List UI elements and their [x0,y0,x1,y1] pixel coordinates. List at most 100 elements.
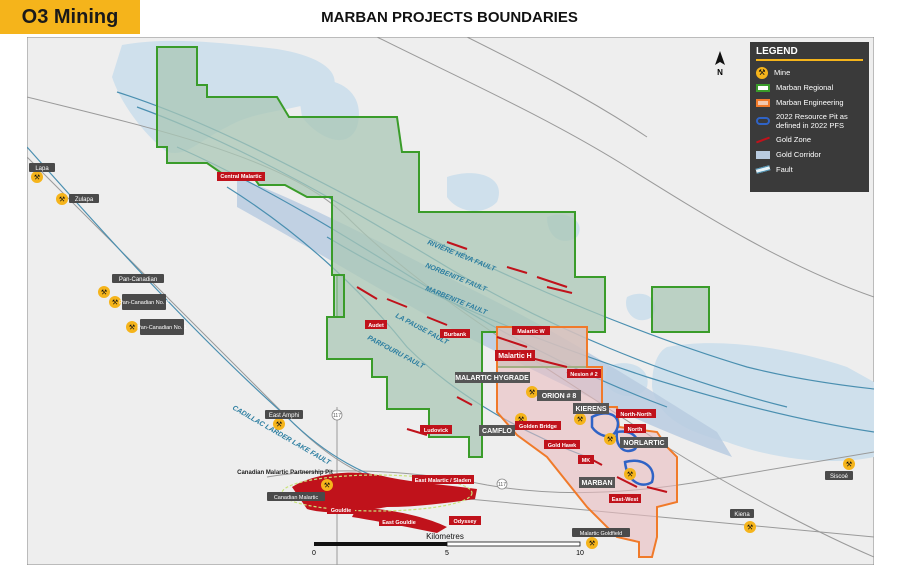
road-shield: 117 [333,413,341,419]
mine-label: Kiena [734,512,750,518]
mine-norlartic: ⚒ [604,433,616,445]
legend-label: Gold Zone [776,135,812,144]
legend-item-corridor: Gold Corridor [756,147,863,162]
mine-zulapa: ⚒ [56,193,68,205]
project-label: MARBAN [581,480,612,487]
mine-orion: ⚒ [526,386,538,398]
zone-label: Gouldie [331,508,351,514]
svg-text:⚒: ⚒ [518,416,524,424]
project-label: CAMFLO [482,428,512,435]
north-arrow: N [715,51,725,77]
svg-text:⚒: ⚒ [846,461,852,469]
zone-label: Malartic H [498,353,531,360]
mine-label: Siscoé [830,474,849,480]
zone-label: North [628,427,643,433]
zone-label: Central Malartic [220,174,261,180]
project-label: MALARTIC HYGRADE [455,375,529,382]
mine-malartic-goldfield: ⚒ [586,537,598,549]
zone-label: Nesion # 2 [570,372,598,378]
gold-zone-labels[interactable]: Central Malartic Audet Burbank Malartic … [217,172,656,526]
mine-label: Zulapa [75,197,94,203]
svg-text:⚒: ⚒ [34,174,40,182]
scale-tick: 10 [576,550,584,557]
north-label: N [717,68,723,77]
mines[interactable]: ⚒ Lapa ⚒ Zulapa ⚒ Pan-Canadian ⚒ Pan-Can… [29,163,855,549]
svg-text:⚒: ⚒ [324,482,330,490]
legend-item-gold-zone: Gold Zone [756,132,863,147]
legend-label: 2022 Resource Pit as defined in 2022 PFS [776,112,848,130]
zone-label: Burbank [444,332,467,338]
zone-label: Golden Bridge [519,424,557,430]
legend-item-fault: Fault [755,162,863,177]
legend-label: Marban Regional [776,83,834,92]
svg-text:⚒: ⚒ [59,196,65,204]
regional-swatch [756,83,770,92]
legend-item-pit: 2022 Resource Pit as defined in 2022 PFS [756,110,863,132]
zone-label: North-North [620,412,652,418]
legend-label: Mine [774,68,791,77]
mine-label: Canadian Malartic [274,495,319,501]
svg-text:⚒: ⚒ [627,471,633,479]
legend-divider [756,59,863,61]
mine-label: Pan-Canadian No. 2 [119,300,169,306]
zone-label: Ludovick [424,428,449,434]
zone-label: Malartic W [517,329,545,335]
mine-kiena: ⚒ [744,521,756,533]
project-labels[interactable]: MALARTIC HYGRADE ORION # 8 KIERENS CAMFL… [455,372,668,488]
legend-item-mine: ⚒ Mine [756,65,863,80]
scale-tick: 0 [312,550,316,557]
page-title: MARBAN PROJECTS BOUNDARIES [321,9,578,26]
company-logo: O3 Mining [0,0,140,34]
mine-label: Pan-Canadian [119,277,157,283]
mine-pan-canadian-1: ⚒ [126,321,138,333]
svg-text:⚒: ⚒ [589,540,595,548]
mine-label: Malartic Goldfield [580,531,623,537]
svg-text:⚒: ⚒ [129,324,135,332]
partnership-pit-outline [281,474,473,512]
zone-label: MK [582,458,591,464]
mine-icon: ⚒ [756,66,768,79]
project-label: NORLARTIC [623,440,664,447]
engineering-swatch [756,98,770,107]
scale-bar: Kilometres 0 5 10 [312,532,584,557]
mine-kierens: ⚒ [574,413,586,425]
mine-pan-canadian-2: ⚒ [109,296,121,308]
legend: LEGEND ⚒ Mine Marban Regional Marban Eng… [750,42,869,192]
road-shield: 117 [498,482,506,488]
scale-title: Kilometres [426,532,464,541]
gold-zone-swatch [756,136,770,143]
scale-tick: 5 [445,550,449,557]
pit-label: Canadian Malartic Partnership Pit [237,470,333,476]
mine-label: Lapa [35,166,49,172]
mine-lapa: ⚒ [31,171,43,183]
legend-item-regional: Marban Regional [756,80,863,95]
legend-title: LEGEND [756,46,798,57]
mine-label: East Amphi [269,413,299,419]
mine-label: Pan-Canadian No. 1 [137,325,187,331]
zone-label: Gold Hawk [548,443,577,449]
svg-text:⚒: ⚒ [529,389,535,397]
project-label: ORION # 8 [542,393,577,400]
fault-swatch [755,165,771,174]
zone-label: Odyssey [454,519,478,525]
svg-text:⚒: ⚒ [607,436,613,444]
zone-label: Audet [368,323,384,329]
legend-label: Fault [776,165,793,174]
svg-text:⚒: ⚒ [101,289,107,297]
marban-regional-boundary [156,46,606,458]
mine-siscoe: ⚒ [843,458,855,470]
legend-item-engineering: Marban Engineering [756,95,863,110]
road-labels: 117 117 [331,409,508,490]
mine-pan-canadian: ⚒ [98,286,110,298]
corridor-swatch [756,150,770,159]
svg-text:⚒: ⚒ [276,421,282,429]
zone-label: East Gouldie [382,520,416,526]
map[interactable]: RIVIÈRE HÉVA FAULT NORBENITE FAULT MARBE… [27,37,874,565]
svg-text:⚒: ⚒ [577,416,583,424]
marban-regional-west-strip [333,274,345,318]
mine-east-amphi: ⚒ [273,418,285,430]
project-label: KIERENS [575,406,606,413]
svg-text:⚒: ⚒ [747,524,753,532]
mine-marban: ⚒ [624,468,636,480]
legend-label: Gold Corridor [776,150,822,159]
